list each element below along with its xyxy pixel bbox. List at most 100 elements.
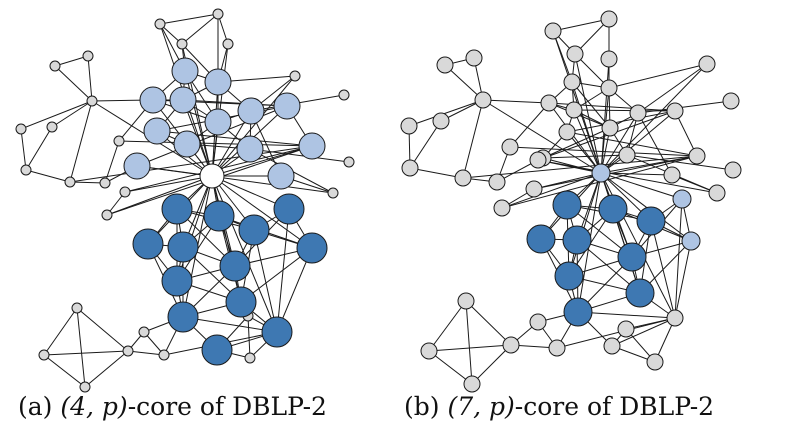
node-a-39 bbox=[267, 162, 295, 190]
node-a-10 bbox=[46, 121, 58, 133]
node-a-33 bbox=[273, 92, 301, 120]
edge-b-36 bbox=[533, 172, 602, 190]
node-a-8 bbox=[338, 89, 350, 101]
edge-b-80 bbox=[573, 109, 602, 174]
edge-b-40 bbox=[471, 344, 512, 385]
edge-b-75 bbox=[600, 110, 676, 174]
node-a-3 bbox=[176, 38, 188, 50]
node-b-37 bbox=[688, 147, 706, 165]
node-a-38 bbox=[123, 152, 151, 180]
edge-b-21 bbox=[509, 102, 550, 148]
node-a-29 bbox=[139, 86, 167, 114]
node-a-1 bbox=[212, 8, 224, 20]
node-b-31 bbox=[601, 119, 619, 137]
edge-b-39 bbox=[428, 350, 473, 385]
node-a-23 bbox=[138, 326, 150, 338]
edge-a-103 bbox=[176, 175, 213, 282]
node-a-28 bbox=[204, 68, 232, 96]
node-b-12 bbox=[454, 169, 472, 187]
node-a-0 bbox=[154, 18, 166, 30]
edge-a-134 bbox=[182, 316, 278, 333]
node-a-30 bbox=[169, 86, 197, 114]
node-a-26 bbox=[244, 352, 256, 364]
edge-b-97 bbox=[600, 172, 683, 200]
node-a-5 bbox=[82, 50, 94, 62]
node-a-35 bbox=[173, 130, 201, 158]
node-b-47 bbox=[681, 231, 701, 251]
node-a-18 bbox=[327, 187, 339, 199]
node-b-16 bbox=[493, 199, 511, 217]
node-b-7 bbox=[698, 55, 716, 73]
edge-a-93 bbox=[182, 99, 288, 107]
edge-b-133 bbox=[611, 317, 676, 347]
edge-a-19 bbox=[69, 181, 106, 184]
edge-a-69 bbox=[211, 145, 313, 177]
edge-a-101 bbox=[211, 175, 313, 249]
node-b-11 bbox=[401, 159, 419, 177]
edge-a-39 bbox=[43, 354, 86, 388]
edge-a-9 bbox=[54, 55, 89, 67]
edge-a-18 bbox=[25, 169, 71, 183]
edge-b-12 bbox=[408, 99, 484, 127]
node-a-12 bbox=[64, 176, 76, 188]
node-b-50 bbox=[625, 278, 655, 308]
edge-b-33 bbox=[537, 159, 718, 194]
node-a-49 bbox=[161, 265, 193, 297]
node-a-34 bbox=[143, 117, 171, 145]
node-a-41 bbox=[161, 193, 193, 225]
node-a-22 bbox=[122, 345, 134, 357]
node-b-44 bbox=[526, 224, 556, 254]
node-b-32 bbox=[629, 104, 647, 122]
edge-b-73 bbox=[542, 157, 602, 174]
edge-b-67 bbox=[542, 154, 628, 159]
node-a-4 bbox=[49, 60, 61, 72]
edge-b-52 bbox=[556, 317, 676, 349]
edge-a-3 bbox=[181, 13, 219, 45]
edge-b-83 bbox=[600, 58, 610, 174]
edge-b-91 bbox=[571, 81, 611, 129]
node-a-43 bbox=[273, 193, 305, 225]
edge-b-69 bbox=[600, 155, 698, 174]
caption-a-math: (4, p) bbox=[60, 392, 128, 421]
node-b-21 bbox=[463, 375, 481, 393]
edge-a-45 bbox=[127, 350, 165, 356]
caption-a-label: (a) bbox=[18, 392, 53, 421]
node-b-19 bbox=[457, 292, 475, 310]
edge-a-13 bbox=[51, 100, 93, 128]
edge-b-89 bbox=[566, 131, 698, 157]
node-a-11 bbox=[20, 164, 32, 176]
edge-b-15 bbox=[482, 99, 550, 104]
node-a-45 bbox=[167, 231, 199, 263]
node-a-48 bbox=[219, 250, 251, 282]
node-b-8 bbox=[722, 92, 740, 110]
node-b-40 bbox=[591, 163, 611, 183]
node-b-14 bbox=[501, 138, 519, 156]
graph-panel-a bbox=[15, 8, 355, 393]
node-b-4 bbox=[436, 56, 454, 74]
node-b-5 bbox=[465, 49, 483, 67]
edge-a-42 bbox=[76, 307, 129, 352]
edge-b-87 bbox=[637, 112, 673, 176]
nodes-a bbox=[15, 8, 355, 393]
edge-a-16 bbox=[20, 128, 27, 171]
node-a-6 bbox=[86, 95, 98, 107]
node-b-28 bbox=[600, 79, 618, 97]
edge-b-17 bbox=[409, 120, 442, 169]
edge-a-11 bbox=[87, 55, 93, 102]
node-b-0 bbox=[544, 22, 562, 40]
node-b-48 bbox=[617, 242, 647, 272]
edge-b-35 bbox=[501, 172, 602, 209]
caption-a-suffix: -core of DBLP-2 bbox=[127, 392, 327, 421]
edge-a-38 bbox=[76, 307, 86, 388]
node-b-41 bbox=[552, 190, 582, 220]
edge-b-144 bbox=[674, 198, 683, 319]
node-a-20 bbox=[38, 349, 50, 361]
edge-a-40 bbox=[84, 350, 129, 388]
node-b-17 bbox=[724, 161, 742, 179]
node-b-10 bbox=[432, 112, 450, 130]
edge-b-37 bbox=[428, 300, 467, 352]
node-b-1 bbox=[600, 10, 618, 28]
node-a-31 bbox=[204, 108, 232, 136]
node-b-33 bbox=[666, 102, 684, 120]
